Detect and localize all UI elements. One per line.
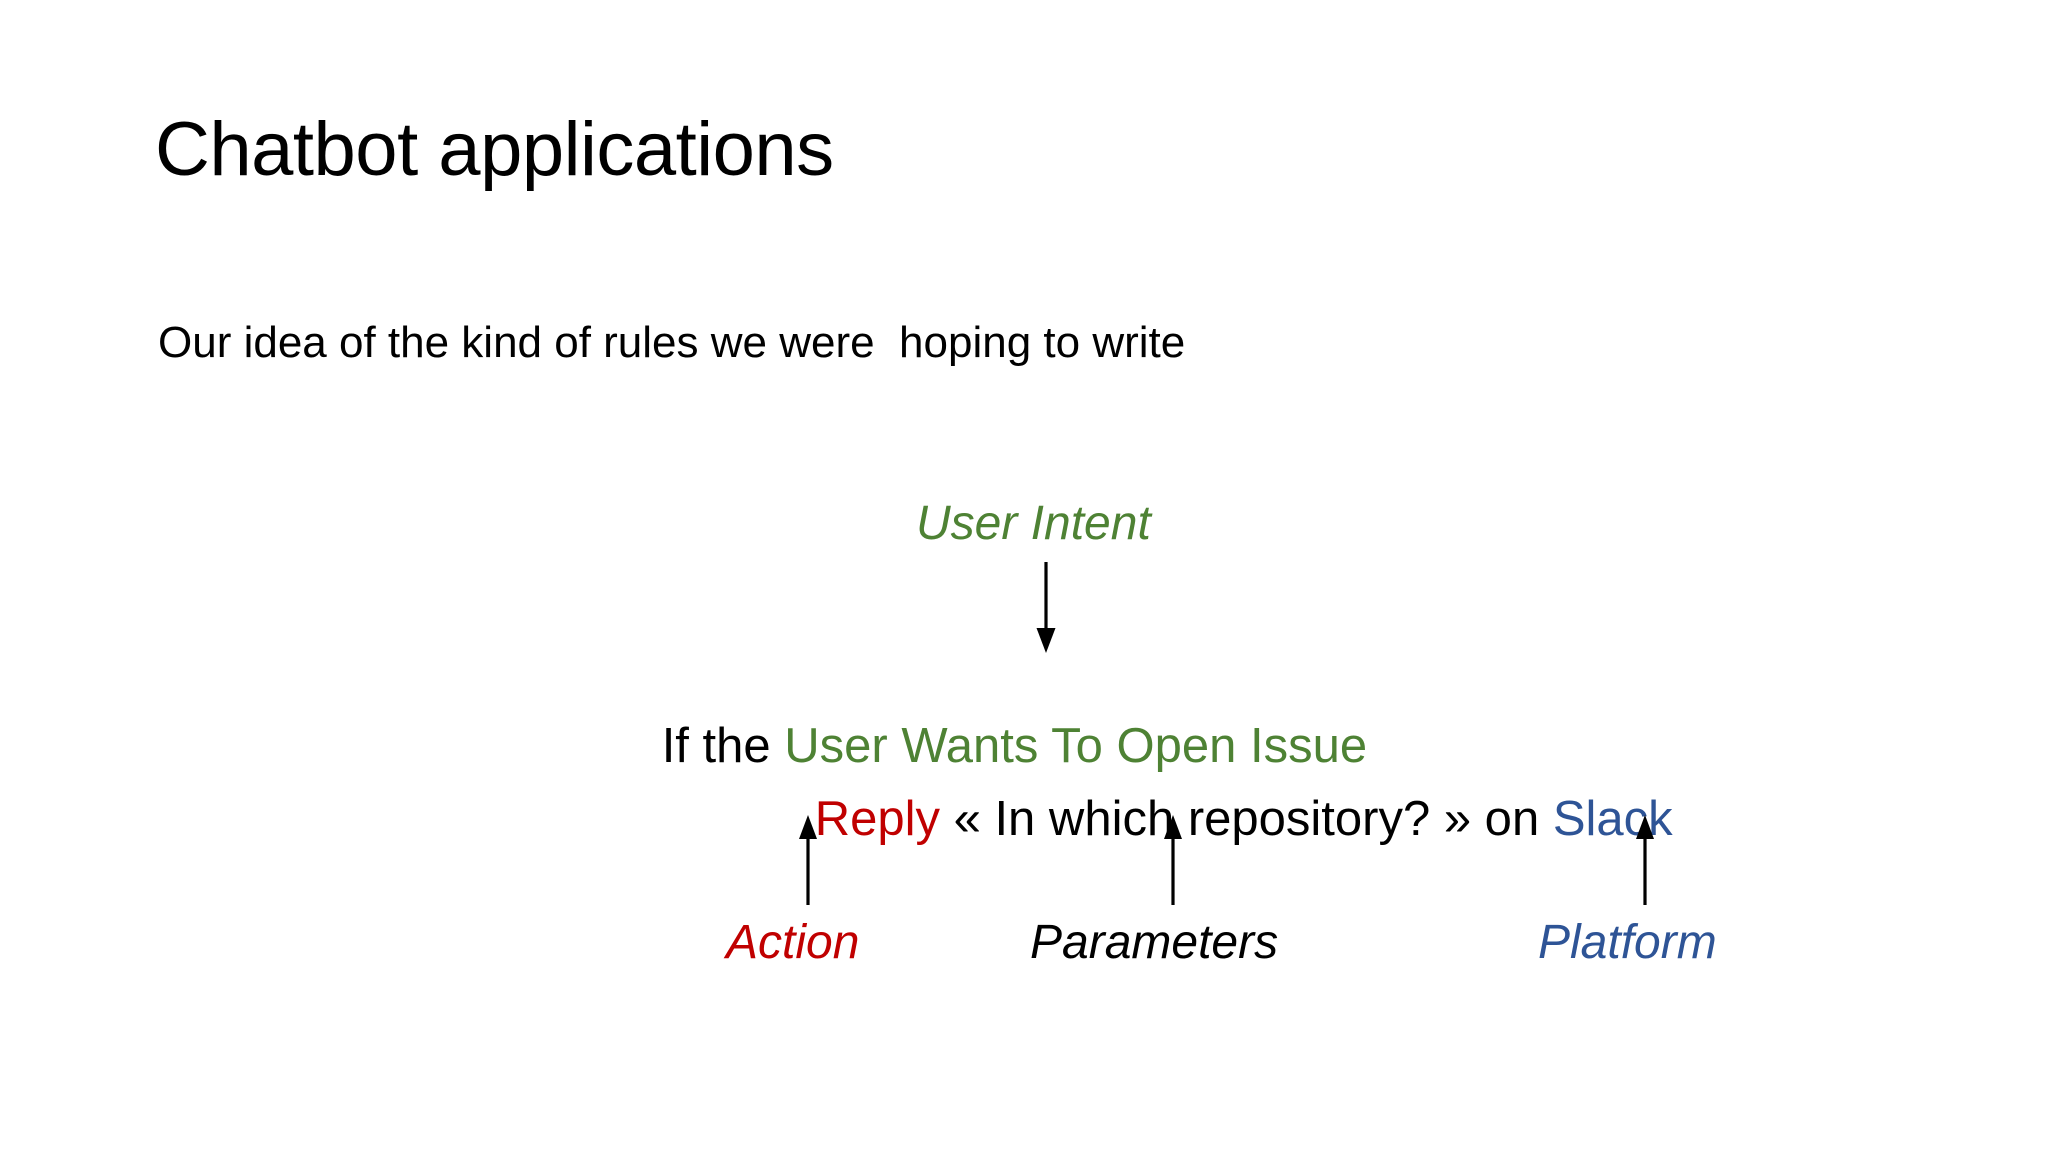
rule-if-prefix: If the	[661, 718, 785, 773]
annotation-parameters: Parameters	[1030, 916, 1279, 969]
slide-subtitle: Our idea of the kind of rules we were ho…	[158, 318, 1186, 367]
rule-condition-line: If the User Wants To Open Issue	[580, 664, 1367, 829]
rule-action-text: Reply	[814, 791, 940, 846]
arrow-up-action-icon	[790, 815, 826, 905]
arrow-down-user-intent-icon	[1028, 562, 1064, 654]
arrow-up-platform-icon	[1627, 815, 1663, 905]
rule-consequent-line: Reply « In which repository? » on Slack	[733, 737, 1673, 902]
page-title: Chatbot applications	[155, 107, 834, 192]
annotation-user-intent: User Intent	[916, 497, 1151, 550]
rule-intent-text: User Wants To Open Issue	[784, 718, 1368, 773]
rule-parameters-text: « In which repository? » on	[939, 791, 1553, 846]
arrow-up-parameters-icon	[1155, 815, 1191, 905]
annotation-action: Action	[726, 916, 860, 969]
annotation-platform: Platform	[1538, 916, 1717, 969]
